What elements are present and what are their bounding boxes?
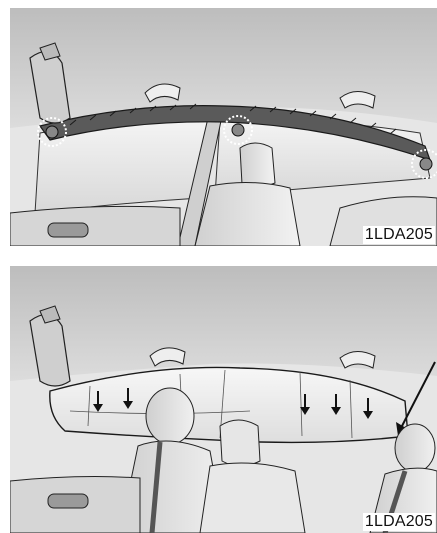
figure-code: 1LDA205	[363, 226, 435, 244]
figure-curtain-airbag-deployed: 1LDA205	[10, 266, 437, 533]
car-interior-deployed-illustration	[10, 266, 437, 533]
figure-curtain-airbag-location: 1LDA205	[10, 8, 437, 246]
headrest	[220, 420, 260, 466]
car-interior-illustration	[10, 8, 437, 246]
door-panel	[10, 206, 180, 246]
door-handle	[48, 494, 88, 508]
front-seat	[200, 463, 305, 533]
front-seat	[195, 182, 300, 246]
figure-code: 1LDA205	[363, 513, 435, 531]
door-handle	[48, 223, 88, 237]
headrest	[240, 143, 275, 187]
